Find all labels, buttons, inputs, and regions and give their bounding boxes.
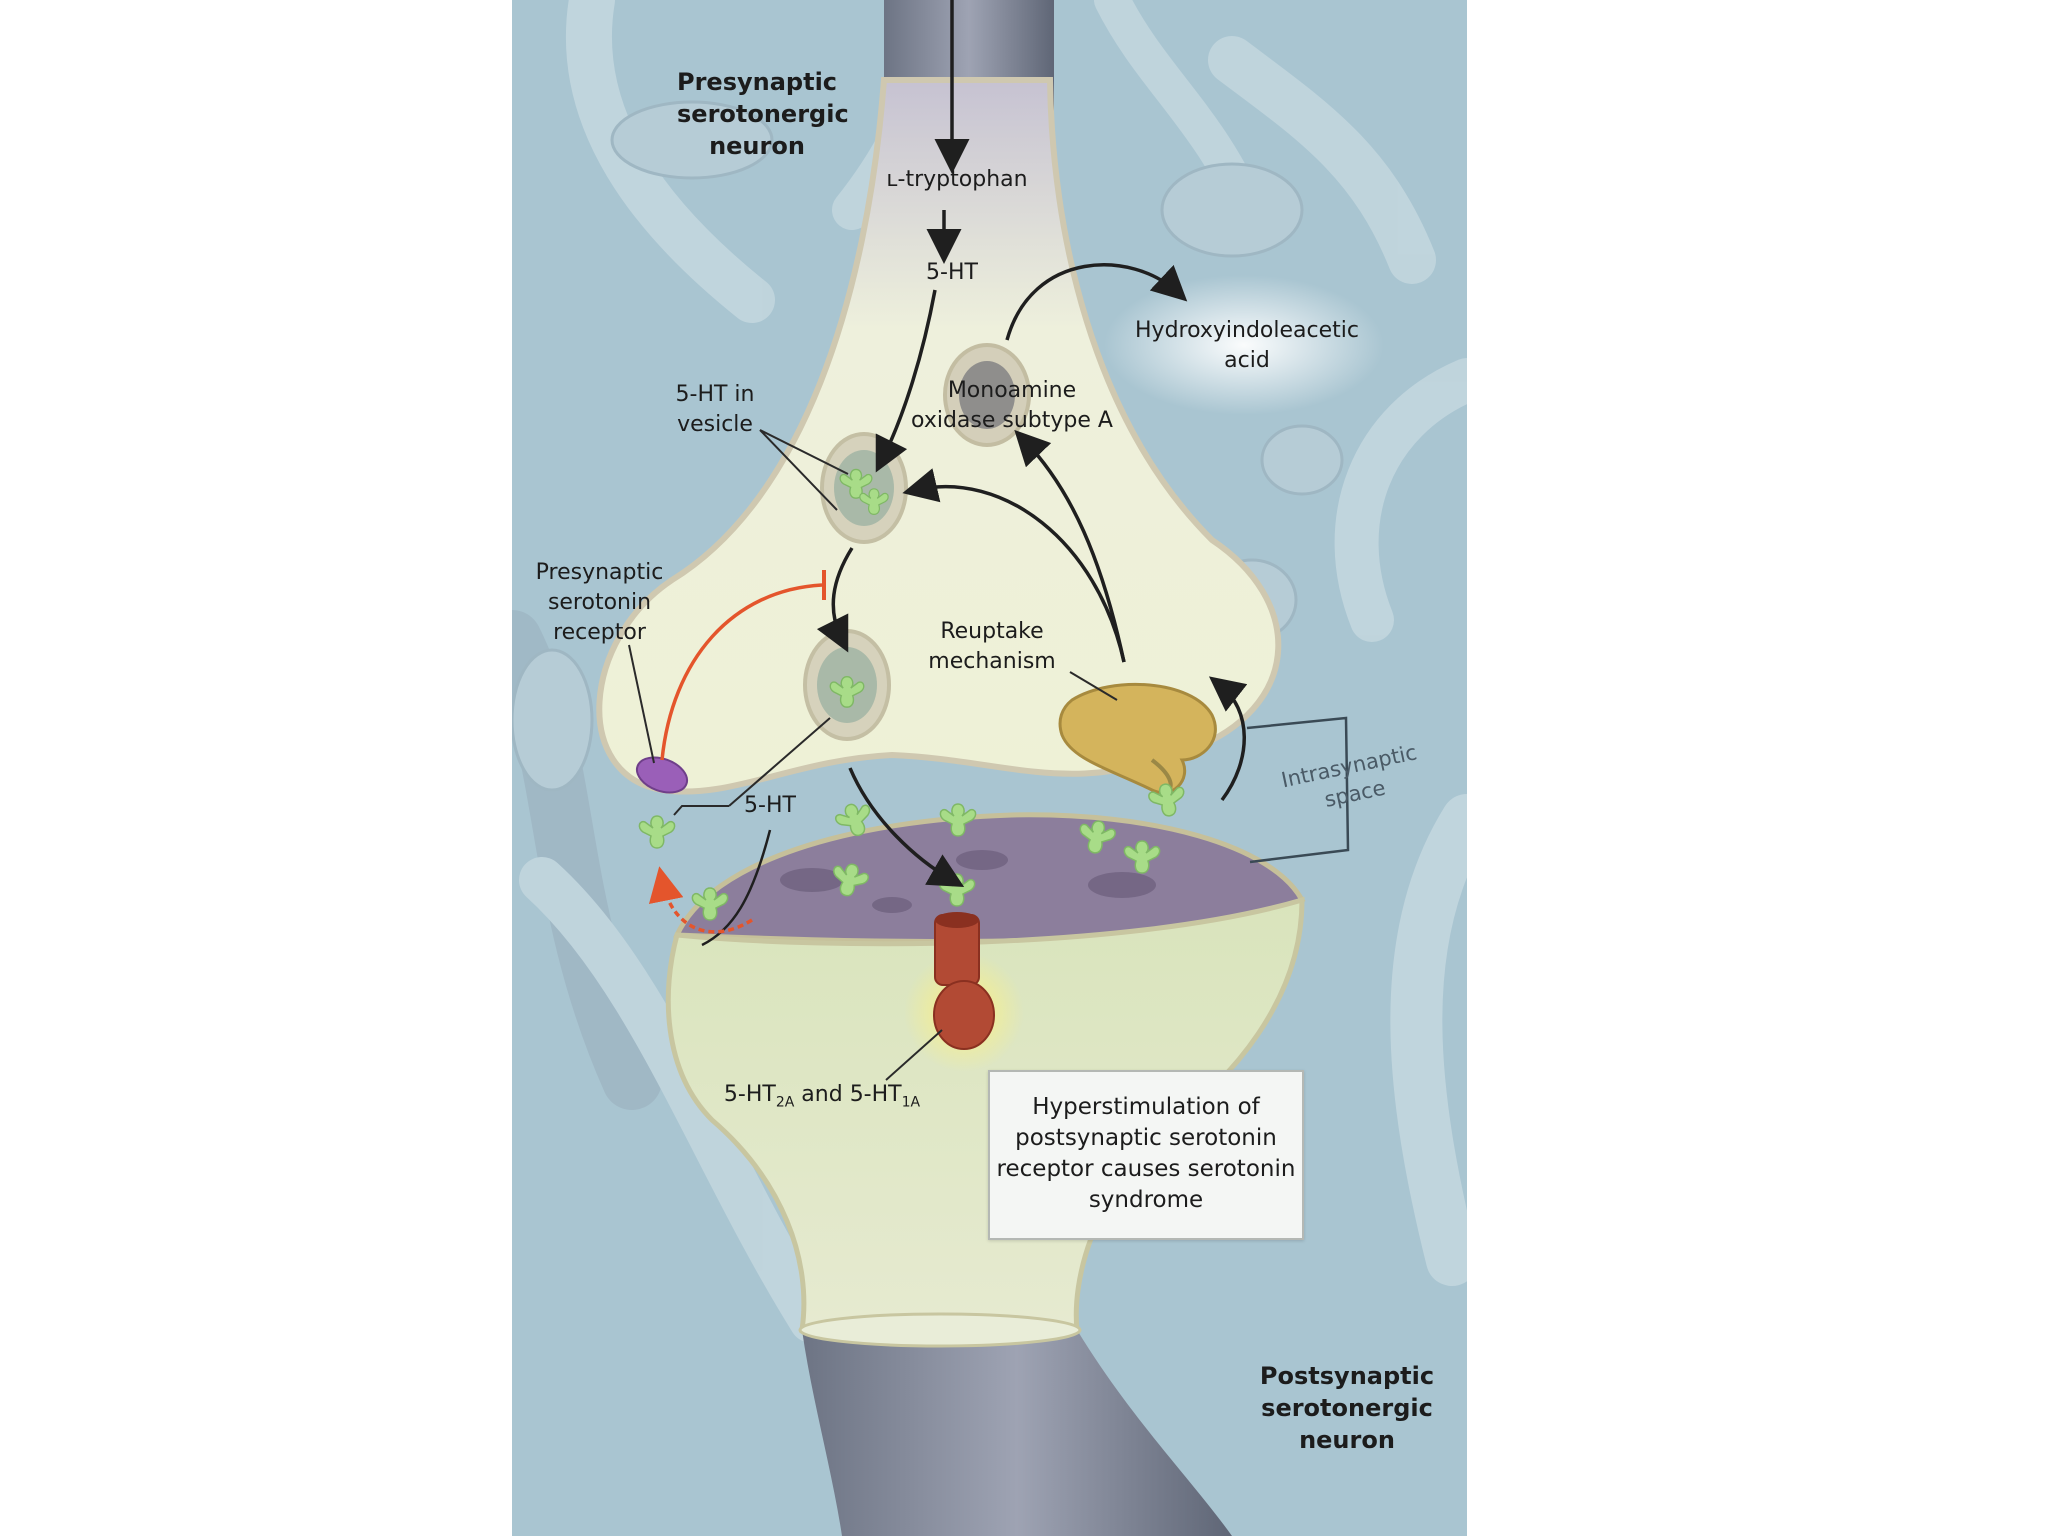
five-ht-top-label: 5-HT <box>907 258 997 288</box>
receptor-subtypes-label: 5-HT2A and 5-HT1A <box>722 1080 922 1117</box>
hiaa-label: Hydroxyindoleacetic acid <box>1122 316 1372 376</box>
postsynaptic-neuron-label: Postsynaptic serotonergic neuron <box>1257 1360 1437 1456</box>
dendrite-opening <box>800 1314 1080 1346</box>
five-ht-mid-label: 5-HT <box>730 791 810 821</box>
mao-label: Monoamine oxidase subtype A <box>897 376 1127 436</box>
syndrome-note: Hyperstimulation of postsynaptic seroton… <box>990 1092 1302 1216</box>
serotonin-synapse-diagram: Presynaptic serotonergic neuron ʟ-trypto… <box>512 0 1467 1536</box>
tryptophan-label: ʟ-tryptophan <box>872 165 1042 195</box>
reuptake-label: Reuptake mechanism <box>907 617 1077 677</box>
vesicle-upper <box>822 434 906 542</box>
vesicle-label: 5-HT in vesicle <box>660 380 770 440</box>
presynaptic-neuron-label: Presynaptic serotonergic neuron <box>677 66 837 162</box>
syndrome-note-box: Hyperstimulation of postsynaptic seroton… <box>988 1070 1304 1240</box>
vesicle-lower <box>805 631 889 739</box>
presynaptic-receptor-label: Presynaptic serotonin receptor <box>512 558 687 648</box>
